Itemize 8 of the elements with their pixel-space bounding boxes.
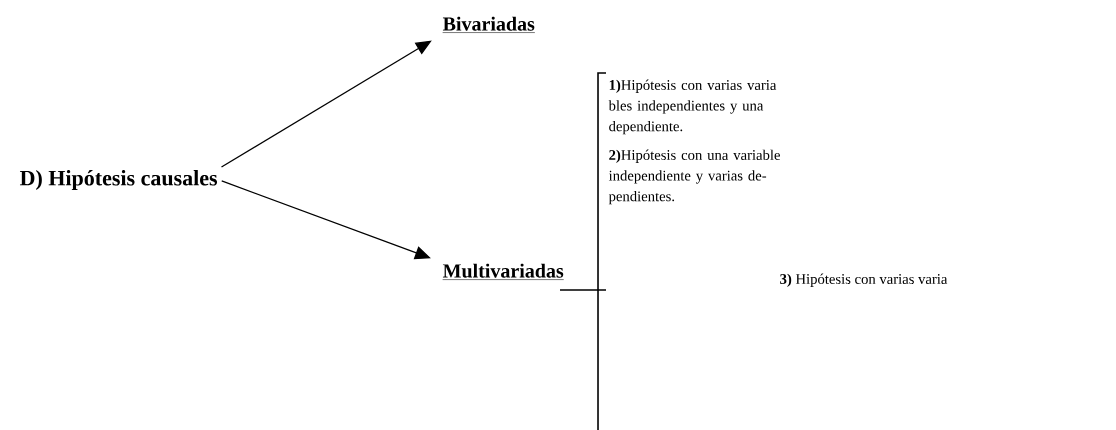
heading-text: D) Hipótesis causales <box>20 170 218 190</box>
list-item-text: 3) Hipótesis con varias varia <box>780 273 948 287</box>
arrow <box>221 180 431 260</box>
list-item-text: 1)Hipótesis con varias varia bles independientes y una dependiente. <box>608 79 777 135</box>
category-text: Bivariadas <box>442 16 536 33</box>
category-text: Multivariadas <box>442 263 564 280</box>
arrow <box>220 40 432 168</box>
list-item-text: 2)Hipótesis con una variable independiente y varias de- pendientes. <box>608 149 780 205</box>
